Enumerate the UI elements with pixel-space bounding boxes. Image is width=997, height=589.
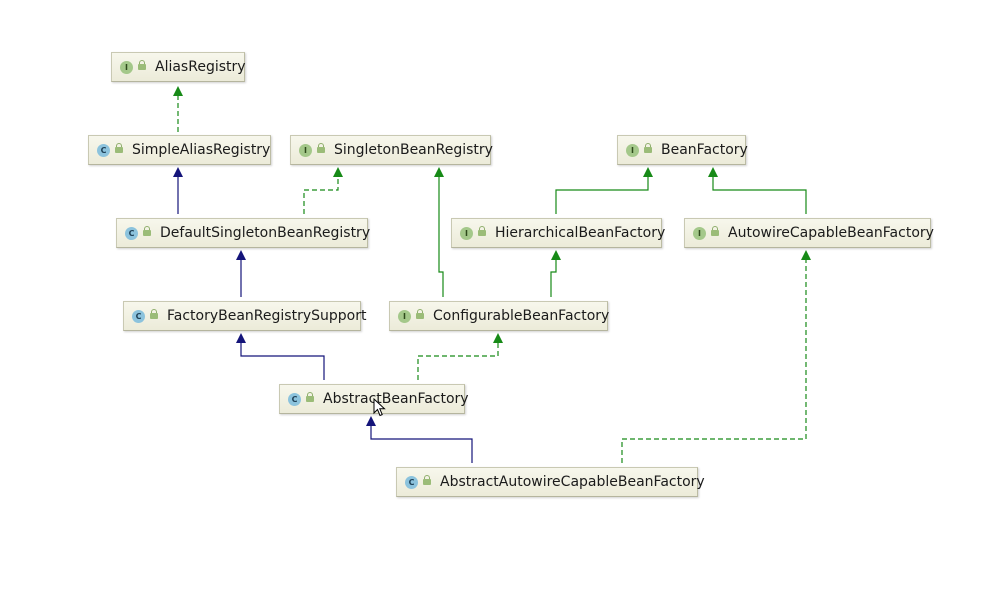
- edge-implements-2: [303, 167, 343, 214]
- interface-icon: I: [120, 60, 133, 74]
- edge-extends-8: [236, 333, 325, 380]
- edge-interface-extends-5: [708, 167, 807, 214]
- class-icon: C: [405, 475, 418, 489]
- edge-extends-1: [173, 167, 183, 214]
- arrowhead-icon: [434, 167, 444, 177]
- class-name-label: AbstractAutowireCapableBeanFactory: [440, 474, 705, 490]
- class-node-configurable-bean-factory[interactable]: I ConfigurableBeanFactory: [389, 301, 610, 331]
- public-access-icon: [115, 143, 123, 154]
- class-icon: C: [132, 309, 145, 323]
- class-name-label: SingletonBeanRegistry: [334, 142, 493, 158]
- interface-icon: I: [460, 226, 473, 240]
- interface-icon: I: [398, 309, 411, 323]
- class-name-label: HierarchicalBeanFactory: [495, 225, 666, 241]
- class-node-default-singleton-bean-registry[interactable]: C DefaultSingletonBeanRegistry: [116, 218, 371, 248]
- public-access-icon: [138, 60, 146, 71]
- class-icon: C: [97, 143, 110, 157]
- edge-interface-extends-6: [434, 167, 444, 297]
- edge-line: [550, 258, 557, 297]
- class-node-factory-bean-registry-support[interactable]: C FactoryBeanRegistrySupport: [123, 301, 366, 331]
- class-name-label: AbstractBeanFactory: [323, 391, 469, 407]
- edge-interface-extends-7: [550, 250, 561, 297]
- arrowhead-icon: [366, 416, 376, 426]
- public-access-icon: [143, 226, 151, 237]
- arrowhead-icon: [551, 250, 561, 260]
- edge-implements-9: [417, 333, 503, 380]
- edge-implements-11: [621, 250, 811, 463]
- arrowhead-icon: [173, 86, 183, 96]
- public-access-icon: [644, 143, 652, 154]
- public-access-icon: [306, 392, 314, 403]
- edge-extends-10: [366, 416, 473, 463]
- public-access-icon: [711, 226, 719, 237]
- arrowhead-icon: [708, 167, 718, 177]
- class-node-abstract-bean-factory[interactable]: C AbstractBeanFactory: [279, 384, 469, 414]
- public-access-icon: [423, 475, 431, 486]
- edge-line: [417, 341, 499, 380]
- interface-icon: I: [299, 143, 312, 157]
- arrowhead-icon: [801, 250, 811, 260]
- arrowhead-icon: [643, 167, 653, 177]
- edge-interface-extends-4: [555, 167, 653, 214]
- arrowhead-icon: [493, 333, 503, 343]
- class-name-label: ConfigurableBeanFactory: [433, 308, 610, 324]
- class-node-alias-registry[interactable]: I AliasRegistry: [111, 52, 246, 82]
- class-name-label: FactoryBeanRegistrySupport: [167, 308, 367, 324]
- class-name-label: BeanFactory: [661, 142, 748, 158]
- class-icon: C: [288, 392, 301, 406]
- class-name-label: SimpleAliasRegistry: [132, 142, 271, 158]
- edge-line: [621, 258, 807, 463]
- edge-line: [240, 341, 325, 380]
- edge-line: [370, 424, 473, 463]
- class-icon: C: [125, 226, 138, 240]
- class-name-label: DefaultSingletonBeanRegistry: [160, 225, 371, 241]
- edge-implements-0: [173, 86, 183, 132]
- class-node-abstract-autowire-capable-bean-factory[interactable]: C AbstractAutowireCapableBeanFactory: [396, 467, 705, 497]
- class-node-hierarchical-bean-factory[interactable]: I HierarchicalBeanFactory: [451, 218, 666, 248]
- edge-line: [555, 175, 649, 214]
- class-name-label: AliasRegistry: [155, 59, 246, 75]
- interface-icon: I: [626, 143, 639, 157]
- class-node-autowire-capable-bean-factory[interactable]: I AutowireCapableBeanFactory: [684, 218, 934, 248]
- arrowhead-icon: [173, 167, 183, 177]
- edge-line: [438, 175, 444, 297]
- public-access-icon: [416, 309, 424, 320]
- edge-extends-3: [236, 250, 246, 297]
- class-name-label: AutowireCapableBeanFactory: [728, 225, 934, 241]
- class-node-simple-alias-registry[interactable]: C SimpleAliasRegistry: [88, 135, 271, 165]
- interface-icon: I: [693, 226, 706, 240]
- edge-line: [712, 175, 807, 214]
- edge-line: [303, 175, 339, 214]
- class-node-bean-factory[interactable]: I BeanFactory: [617, 135, 748, 165]
- public-access-icon: [317, 143, 325, 154]
- class-node-singleton-bean-registry[interactable]: I SingletonBeanRegistry: [290, 135, 493, 165]
- public-access-icon: [478, 226, 486, 237]
- arrowhead-icon: [236, 250, 246, 260]
- arrowhead-icon: [236, 333, 246, 343]
- public-access-icon: [150, 309, 158, 320]
- arrowhead-icon: [333, 167, 343, 177]
- mouse-pointer-icon: [373, 398, 386, 417]
